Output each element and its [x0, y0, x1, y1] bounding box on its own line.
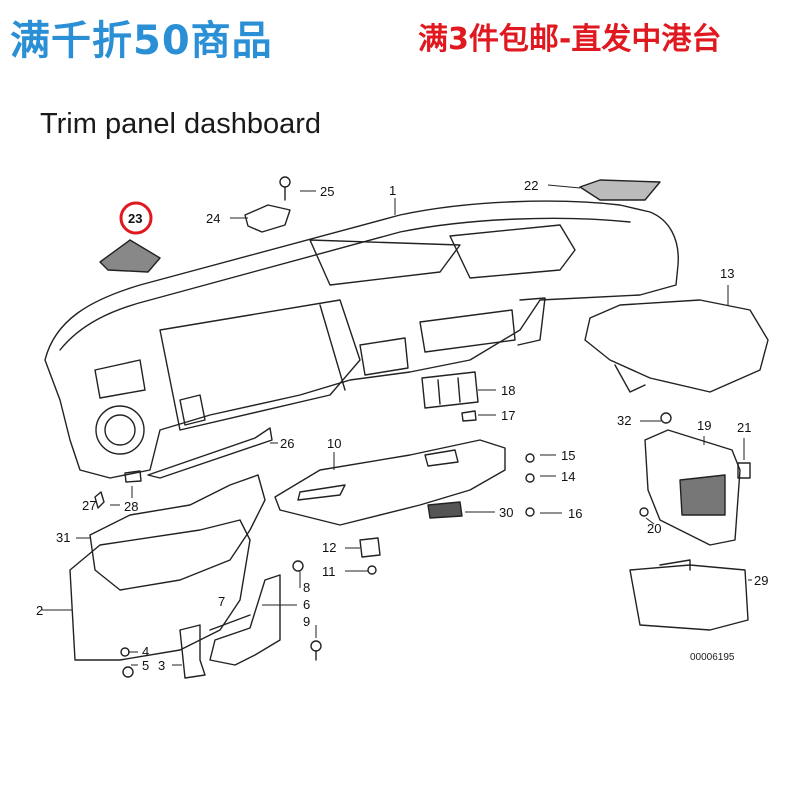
label-20: 20: [647, 521, 661, 536]
dashboard-body: [44, 200, 679, 479]
label-25: 25: [320, 184, 334, 199]
label-24: 24: [206, 211, 220, 226]
label-12: 12: [322, 540, 336, 555]
label-8: 8: [303, 580, 310, 595]
label-28: 28: [124, 499, 138, 514]
label-4: 4: [142, 644, 149, 659]
highlight-ring: [119, 201, 153, 235]
promo-banner-left: 满千折50商品: [10, 18, 273, 64]
diagram-title: Trim panel dashboard: [40, 108, 322, 140]
label-32: 32: [617, 413, 631, 428]
label-26: 26: [280, 436, 294, 451]
label-1: 1: [389, 183, 396, 198]
label-3: 3: [158, 658, 165, 673]
label-2: 2: [36, 603, 43, 618]
label-9: 9: [303, 614, 310, 629]
label-7: 7: [218, 594, 225, 609]
label-16: 16: [568, 506, 582, 521]
label-14: 14: [561, 469, 575, 484]
label-27: 27: [82, 498, 96, 513]
label-22: 22: [524, 178, 538, 193]
label-15: 15: [561, 448, 575, 463]
label-11: 11: [322, 564, 336, 579]
label-19: 19: [697, 418, 711, 433]
label-30: 30: [499, 505, 513, 520]
label-5: 5: [142, 658, 149, 673]
label-29: 29: [754, 573, 768, 588]
drawing-code: 00006195: [690, 652, 735, 663]
label-6: 6: [303, 597, 310, 612]
label-18: 18: [501, 383, 515, 398]
label-13: 13: [720, 266, 734, 281]
label-23: 23: [128, 211, 142, 226]
promo-banner-right: 满3件包邮-直发中港台: [418, 22, 722, 57]
label-21: 21: [737, 420, 751, 435]
label-17: 17: [501, 408, 515, 423]
label-31: 31: [56, 530, 70, 545]
label-10: 10: [327, 436, 341, 451]
